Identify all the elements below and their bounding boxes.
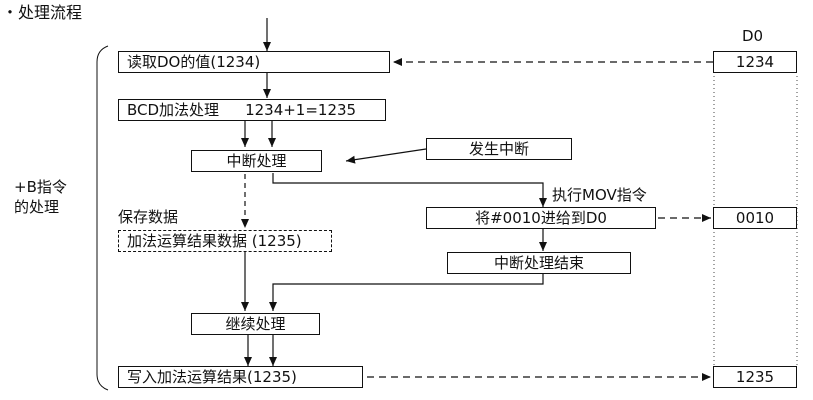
d0-header: D0 <box>742 27 764 45</box>
d0-final-value: 1235 <box>713 366 797 388</box>
bcd-label: BCD加法处理 <box>127 101 220 119</box>
d0-mov-value: 0010 <box>713 207 797 229</box>
arrow-occurs <box>345 148 427 164</box>
step-continue: 继续处理 <box>191 313 320 335</box>
step-send-0010: 将#0010进给到D0 <box>426 207 656 229</box>
interrupt-occurs: 发生中断 <box>426 138 572 160</box>
save-data-label: 保存数据 <box>118 208 179 226</box>
left-bracket <box>96 45 109 391</box>
saved-result-data: 加法运算结果数据 (1235) <box>118 230 332 252</box>
side-label-line1: +B指令 <box>14 178 67 196</box>
step-interrupt: 中断处理 <box>191 150 322 172</box>
side-label-line2: 的处理 <box>14 198 60 216</box>
arrow-end-continue <box>269 274 544 311</box>
bcd-expression: 1234+1=1235 <box>245 101 357 119</box>
step-write-result: 写入加法运算结果(1235) <box>118 366 363 388</box>
step-read-d0: 读取DO的值(1234) <box>118 51 390 73</box>
arrow-int-mov <box>272 173 547 207</box>
section-title: ・处理流程 <box>2 3 83 22</box>
step-interrupt-end: 中断处理结束 <box>447 252 631 274</box>
step-bcd-addition: BCD加法处理 1234+1=1235 <box>118 99 386 121</box>
d0-initial-value: 1234 <box>713 51 797 73</box>
exec-mov-label: 执行MOV指令 <box>552 186 647 204</box>
